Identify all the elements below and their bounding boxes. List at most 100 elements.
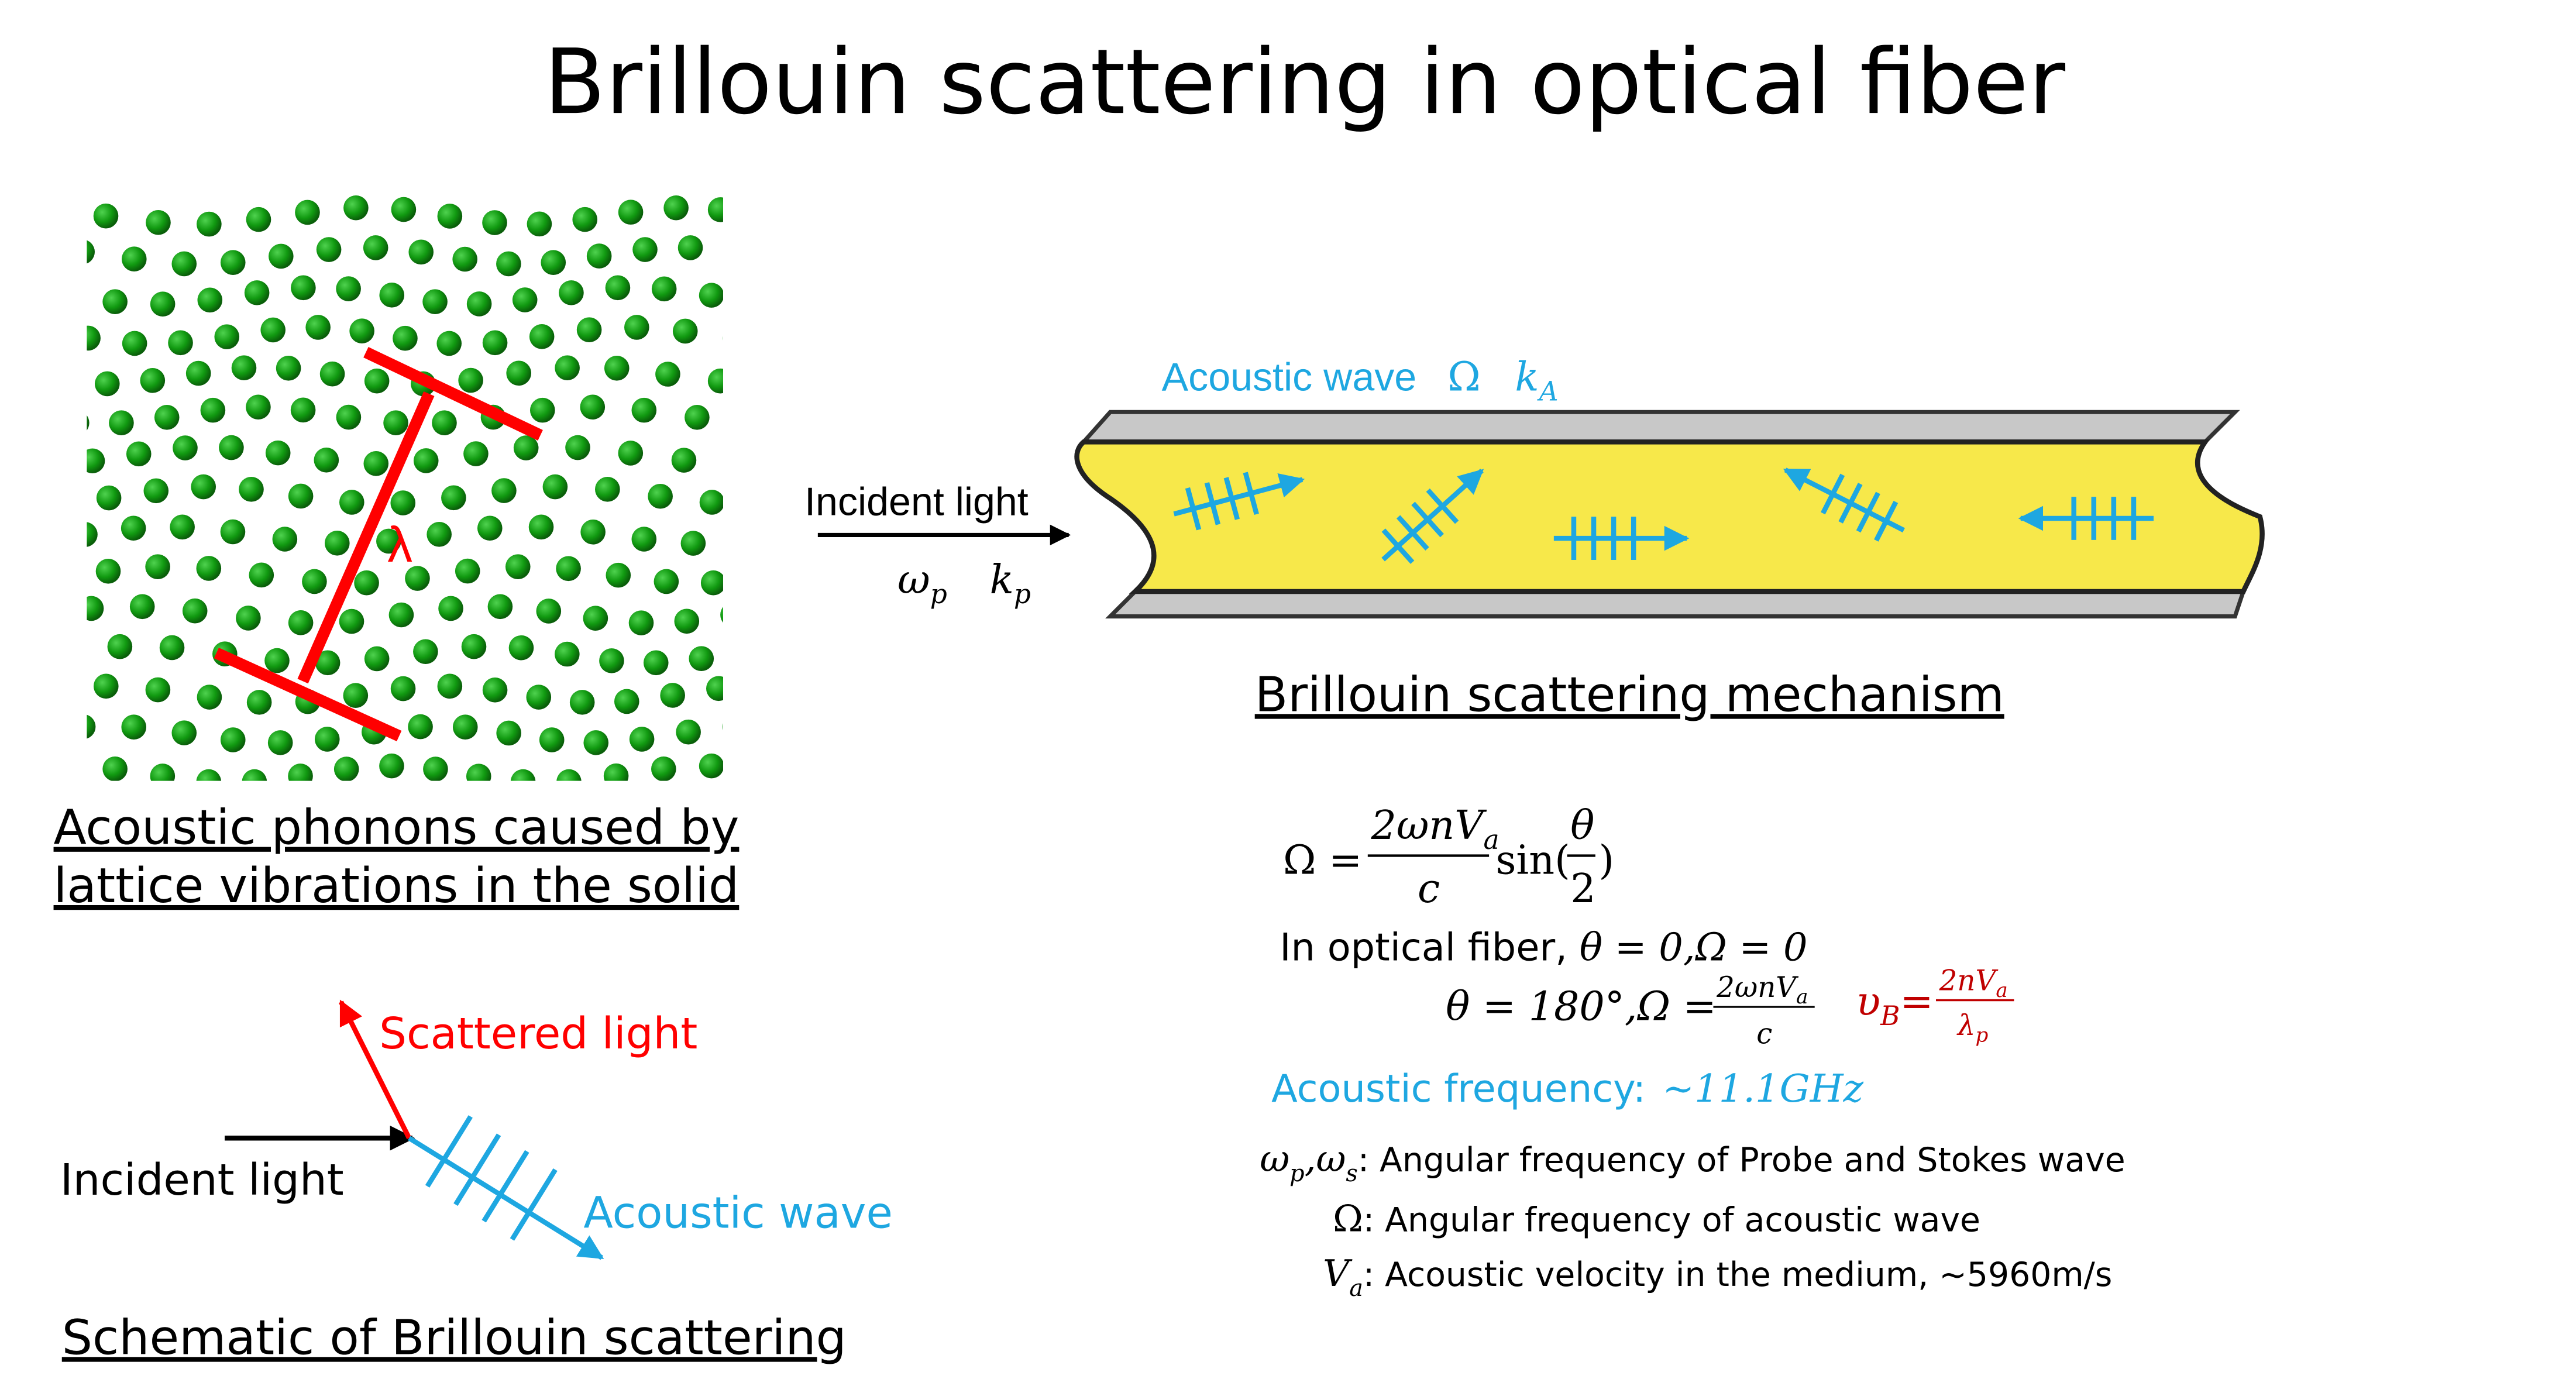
- lattice-atom: [580, 394, 606, 420]
- lattice-atom: [393, 325, 418, 351]
- lattice-atom: [508, 635, 534, 661]
- lattice-atom: [631, 397, 657, 423]
- lattice-atom: [631, 527, 657, 552]
- fiber-caption: Brillouin scattering mechanism: [1255, 667, 2004, 723]
- lattice-atom: [295, 200, 320, 225]
- lattice-atom: [264, 648, 290, 673]
- lattice-atom: [605, 275, 631, 301]
- lattice-atom: [526, 685, 552, 710]
- lattice-atom: [565, 435, 590, 460]
- lattice-atom: [723, 451, 748, 476]
- lattice-atom: [671, 448, 697, 473]
- lattice-atom: [663, 195, 689, 221]
- lattice-atom: [291, 275, 316, 301]
- lattice-atom: [197, 211, 222, 237]
- lattice-atom: [200, 397, 226, 423]
- lattice-atom: [482, 330, 508, 356]
- lattice-atom: [672, 318, 698, 344]
- lattice-atom: [315, 650, 341, 676]
- lattice-atom: [513, 435, 539, 460]
- lattice-atom: [529, 324, 555, 349]
- lattice-caption-line1: Acoustic phonons caused by: [54, 800, 740, 856]
- lattice-atom: [146, 209, 171, 235]
- lattice-atom: [288, 610, 314, 635]
- lattice-atom: [173, 435, 198, 460]
- lattice-atom: [655, 362, 680, 387]
- lattice-atom: [288, 764, 313, 781]
- equations-block: Ω = 2ωnVa c sin( θ 2 ) In optical fiber,…: [1271, 803, 2014, 1111]
- lattice-atom: [95, 559, 121, 584]
- lattice-atom: [231, 355, 257, 381]
- lattice-caption-line2: lattice vibrations in the solid: [54, 858, 740, 914]
- lattice-atom: [466, 764, 491, 781]
- lattice-atom: [129, 594, 155, 620]
- lattice-atom: [599, 648, 624, 673]
- lattice-atom: [436, 331, 462, 356]
- lattice-atom: [390, 676, 416, 701]
- lattice-atom: [555, 641, 580, 667]
- lattice-atom: [246, 690, 272, 715]
- lattice-atom: [196, 556, 222, 581]
- lattice-atom: [214, 324, 240, 349]
- lattice-atom: [606, 562, 631, 588]
- lattice-atom: [628, 610, 654, 635]
- fiber-phonon-2: [1381, 469, 1484, 564]
- lattice-atom: [246, 207, 271, 232]
- lattice-atom: [576, 317, 602, 342]
- lattice-atom: [349, 318, 374, 343]
- lattice-atom: [376, 528, 401, 554]
- lattice-atom: [413, 448, 439, 473]
- lattice-atom: [437, 204, 463, 229]
- lattice-atom: [314, 448, 339, 473]
- lattice-atom: [336, 404, 362, 430]
- lattice-atom: [527, 211, 552, 237]
- lattice-atom: [249, 562, 274, 588]
- lattice-atom: [559, 280, 584, 305]
- eq3-lhs: θ = 180°,Ω =: [1446, 984, 1716, 1030]
- lattice-atom: [413, 639, 438, 665]
- lattice-atom: [408, 714, 433, 740]
- vb-numerator: 2nVa: [1939, 964, 2008, 1002]
- lattice-atom: [677, 235, 703, 260]
- lattice-atom: [305, 315, 331, 340]
- lattice-atom: [629, 727, 655, 752]
- lattice-atom: [388, 602, 414, 628]
- lattice-atom: [510, 769, 536, 781]
- schematic-incident-label: Incident light: [60, 1155, 344, 1205]
- vb-lhs: υB=: [1856, 979, 1934, 1031]
- lattice-atom: [452, 714, 478, 740]
- schematic-acoustic-wave: [408, 1115, 604, 1260]
- lattice-atom: [269, 243, 294, 269]
- lattice-atom: [723, 714, 748, 740]
- eq1-sin: sin(: [1495, 838, 1570, 884]
- lattice-atom: [441, 485, 466, 511]
- lattice-atom: [276, 355, 301, 381]
- lattice-atom: [150, 291, 176, 317]
- lattice-atom: [689, 646, 714, 671]
- lattice-atom: [102, 289, 128, 314]
- schematic-scattered-arrow: [339, 999, 412, 1140]
- lattice-atom: [171, 251, 197, 277]
- eq3-denominator: c: [1756, 1017, 1772, 1050]
- lattice-atom: [197, 685, 222, 710]
- lattice-atom: [556, 556, 581, 582]
- lattice-atom: [536, 599, 562, 624]
- lattice-atom: [87, 240, 95, 264]
- lattice-atom: [220, 727, 246, 752]
- lattice-atom: [87, 522, 98, 547]
- lattice-atom: [242, 769, 267, 781]
- lattice-atom: [491, 478, 517, 503]
- lattice-atom: [604, 355, 630, 381]
- lattice-atom: [556, 769, 582, 781]
- lattice-atom: [586, 243, 612, 269]
- lattice-atom: [618, 200, 644, 225]
- lattice-atom: [720, 607, 723, 623]
- lattice-atom: [487, 594, 513, 620]
- lattice-atom: [316, 237, 342, 262]
- eq1-lhs: Ω =: [1283, 838, 1362, 884]
- lattice-atom: [182, 598, 208, 624]
- definition-acoustic-velocity: Va: Acoustic velocity in the medium, ~59…: [1323, 1252, 2112, 1302]
- lattice-atoms: [87, 195, 748, 781]
- lattice-atom: [260, 317, 286, 343]
